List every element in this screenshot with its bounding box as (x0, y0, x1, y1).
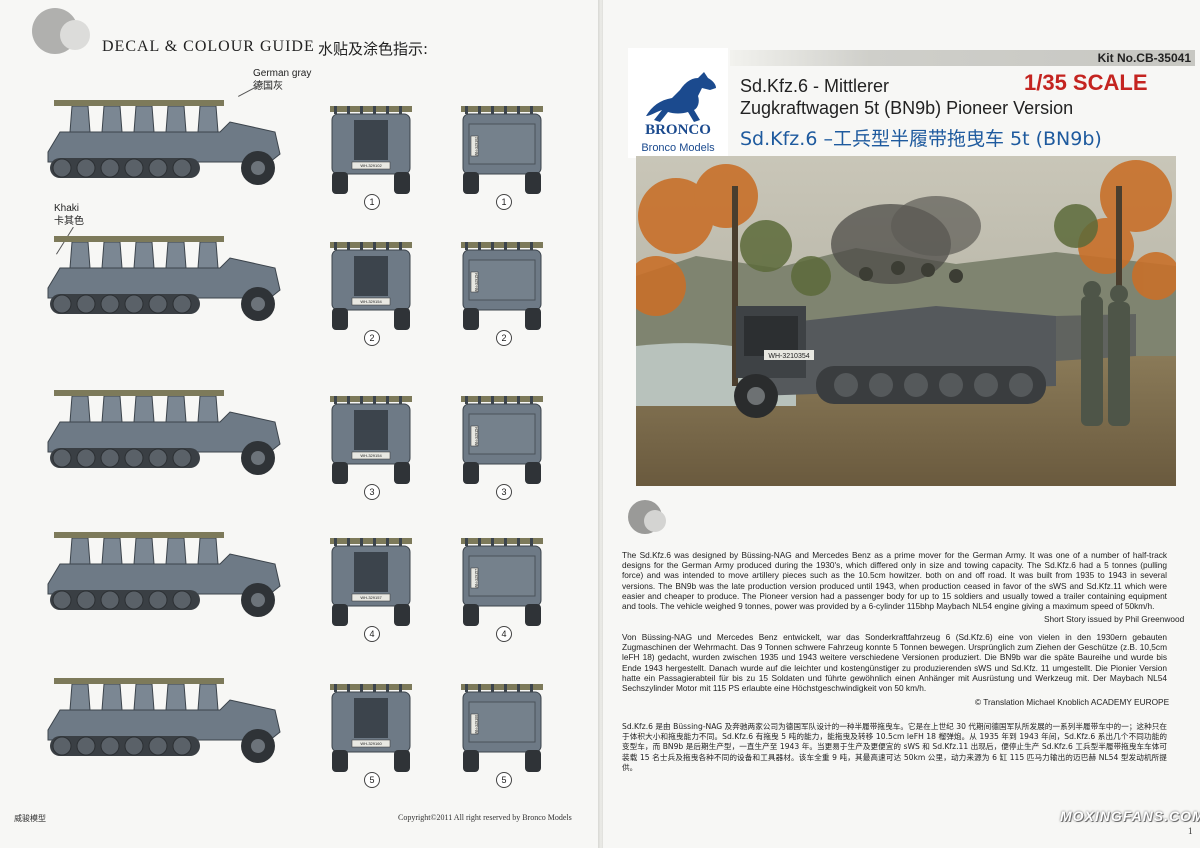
rear-view-1: WH-329102 (459, 104, 545, 196)
guide-title-cn: 水贴及涂色指示: (318, 40, 429, 58)
watermark: MOXINGFANS.COM (1060, 808, 1200, 824)
product-title-line1: Sd.Kfz.6 - Mittlerer (740, 76, 890, 96)
decorative-circle (60, 20, 90, 50)
kit-number: Kit No.CB-35041 (1097, 51, 1191, 65)
note-german-gray: German gray 德国灰 (253, 67, 311, 93)
side-view-5 (40, 670, 290, 770)
variant-number: 1 (496, 194, 512, 210)
variant-number: 5 (364, 772, 380, 788)
bronco-logo: BRONCO Bronco Models (628, 48, 728, 158)
logo-subtitle: Bronco Models (641, 142, 715, 154)
credit-en: Short Story issued by Phil Greenwood (1044, 614, 1185, 624)
variant-number: 5 (496, 772, 512, 788)
rear-view-3: WH-329154 (459, 394, 545, 486)
rear-view-5: WH-329160 (459, 682, 545, 774)
side-view-3 (40, 382, 290, 482)
variant-number: 3 (364, 484, 380, 500)
footer-copyright: Copyright©2011 All right reserved by Bro… (398, 813, 572, 822)
front-view-4: WH-329157 (328, 536, 414, 628)
footer-brand-cn: 威骏模型 (14, 814, 46, 823)
rear-plate: WH-329157 (474, 568, 479, 589)
variant-number: 4 (364, 626, 380, 642)
description-en: The Sd.Kfz.6 was designed by Büssing-NAG… (622, 550, 1167, 612)
front-view-3: WH-329154 (328, 394, 414, 486)
variant-number: 1 (364, 194, 380, 210)
note-cn: 德国灰 (253, 81, 283, 92)
front-plate: WH-329154 (360, 299, 382, 304)
product-title-cn: Sd.Kfz.6 –工兵型半履带拖曳车 5t (BN9b) (740, 128, 1102, 150)
rear-view-2: WH-329154 (459, 240, 545, 332)
front-plate: WH-329157 (360, 595, 382, 600)
variant-number: 2 (496, 330, 512, 346)
soldiers-illustration (1081, 281, 1130, 426)
rear-plate: WH-329160 (474, 714, 479, 735)
scale-label: 1/35 SCALE (1024, 70, 1148, 95)
front-view-2: WH-329154 (328, 240, 414, 332)
side-view-1 (40, 92, 290, 192)
description-de: Von Büssing-NAG und Mercedes Benz entwic… (622, 632, 1167, 694)
front-view-1: WH-329102 (328, 104, 414, 196)
front-plate: WH-329154 (360, 453, 382, 458)
variant-number: 4 (496, 626, 512, 642)
note-cn: 卡其色 (54, 216, 84, 227)
rear-view-4: WH-329157 (459, 536, 545, 628)
variant-number: 2 (364, 330, 380, 346)
front-plate: WH-329102 (360, 163, 382, 168)
painting-plate: WH-3210354 (768, 353, 809, 360)
product-title-line2: Zugkraftwagen 5t (BN9b) Pioneer Version (740, 98, 1074, 118)
rear-plate: WH-329154 (474, 426, 479, 447)
side-view-4 (40, 524, 290, 624)
page-number: 1 (1188, 826, 1193, 836)
description-cn: Sd.Kfz.6 是由 Büssing-NAG 及奔驰两家公司为德国军队设计的一… (622, 722, 1167, 772)
rear-plate: WH-329102 (474, 136, 479, 157)
side-view-2 (40, 228, 290, 328)
credit-de: © Translation Michael Knoblich ACADEMY E… (975, 697, 1170, 707)
decorative-circle (644, 510, 666, 532)
rear-plate: WH-329154 (474, 272, 479, 293)
box-art-painting: WH-3210354 (636, 156, 1176, 486)
guide-title: DECAL & COLOUR GUIDE (102, 38, 315, 55)
book-spine (598, 0, 604, 848)
note-en: Khaki (54, 203, 80, 214)
kit-number-bar: Kit No.CB-35041 (730, 50, 1195, 66)
left-page: DECAL & COLOUR GUIDE 水贴及涂色指示: German gra… (14, 8, 572, 823)
note-khaki: Khaki 卡其色 (54, 202, 84, 228)
note-en: German gray (253, 68, 312, 79)
horse-icon (646, 72, 716, 122)
variant-number: 3 (496, 484, 512, 500)
front-view-5: WH-329160 (328, 682, 414, 774)
front-plate: WH-329160 (360, 741, 382, 746)
logo-brand: BRONCO (645, 122, 711, 138)
